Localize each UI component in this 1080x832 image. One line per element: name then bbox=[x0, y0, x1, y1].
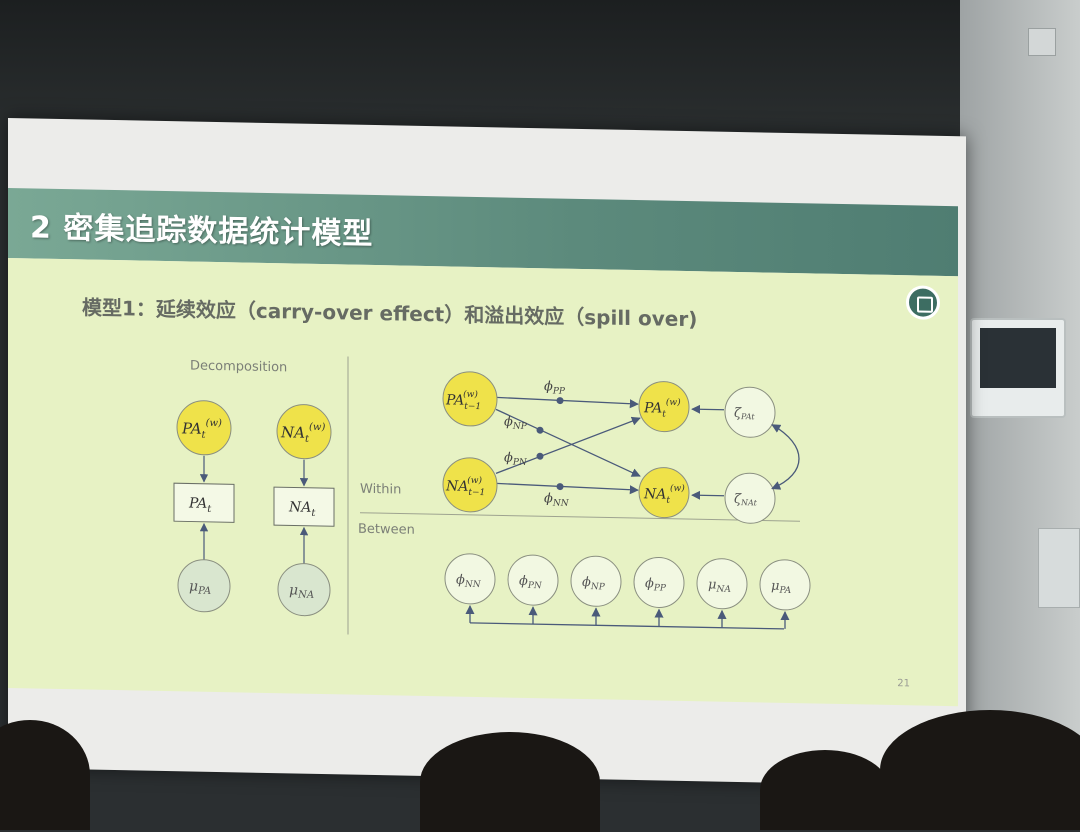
pa-mean-label: μPA bbox=[189, 578, 211, 596]
between-node-label: ϕPN bbox=[519, 574, 543, 591]
zeta-na-node bbox=[724, 472, 776, 524]
between-node bbox=[759, 559, 811, 611]
pa-mean-node bbox=[177, 559, 231, 613]
na-prev-label: NAt−1(w) bbox=[445, 474, 485, 498]
within-label: Within bbox=[360, 482, 401, 498]
pa-prev-node bbox=[442, 371, 498, 427]
na-observed-label: NAt bbox=[288, 499, 316, 519]
wall-panel bbox=[970, 318, 1066, 418]
pa-curr-label: PAt(w) bbox=[643, 396, 681, 420]
wall-outlet bbox=[1028, 28, 1056, 56]
pa-prev-label: PAt−1(w) bbox=[445, 388, 481, 412]
between-node-label: ϕNN bbox=[456, 573, 482, 590]
pa-observed-box bbox=[173, 482, 235, 523]
pa-decomposition: PAt(w) PAt μPA bbox=[173, 400, 235, 613]
phi-nn-label: ϕNN bbox=[544, 491, 570, 508]
room-wall bbox=[960, 0, 1080, 810]
pa-latent-label: PAt(w) bbox=[181, 417, 222, 441]
zeta-pa-arrow bbox=[691, 404, 724, 414]
path-np-dot bbox=[536, 452, 544, 460]
between-node-label: ϕNP bbox=[582, 575, 606, 592]
zeta-na-label: ζNAt bbox=[734, 492, 758, 507]
between-node bbox=[696, 558, 748, 610]
between-panel: Between ϕNN ϕPN ϕNP ϕPP μNA μPA bbox=[358, 522, 811, 630]
between-node-label: μNA bbox=[708, 577, 731, 594]
audience-heads bbox=[0, 710, 1080, 832]
decomposition-label: Decomposition bbox=[190, 358, 287, 375]
path-np bbox=[495, 416, 641, 474]
na-curr-node bbox=[638, 467, 690, 519]
zeta-na-arrow bbox=[691, 490, 724, 500]
path-pn-dot bbox=[536, 426, 544, 434]
projection-screen: 2 密集追踪数据统计模型 模型1：延续效应（carry-over effect）… bbox=[8, 118, 966, 787]
na-observed-box bbox=[273, 486, 335, 527]
between-node bbox=[570, 555, 622, 607]
wall-switch-box bbox=[1038, 528, 1080, 608]
between-node bbox=[633, 556, 685, 609]
zeta-pa-node bbox=[724, 386, 776, 438]
path-nn-dot bbox=[556, 483, 564, 491]
phi-pn-label: ϕPN bbox=[504, 451, 528, 468]
na-latent-label: NAt(w) bbox=[280, 421, 325, 445]
path-pp-dot bbox=[556, 397, 564, 405]
between-baseline bbox=[470, 622, 784, 630]
zeta-pa-label: ζPAt bbox=[734, 406, 755, 421]
between-node bbox=[507, 554, 559, 606]
pa-latent-node bbox=[176, 400, 232, 456]
path-pp bbox=[495, 396, 639, 409]
pa-curr-node bbox=[638, 381, 690, 433]
na-mean-label: μNA bbox=[289, 582, 314, 600]
path-nn bbox=[495, 482, 639, 495]
within-between-divider bbox=[360, 512, 800, 522]
between-node-label: ϕPP bbox=[645, 576, 667, 593]
room-ceiling bbox=[0, 0, 1080, 130]
phi-pp-label: ϕPP bbox=[544, 379, 566, 396]
phi-np-label: ϕNP bbox=[504, 415, 528, 432]
between-node bbox=[444, 553, 496, 605]
within-panel: Within ϕPP ϕNP ϕPN ϕNN P bbox=[360, 371, 800, 524]
between-node-label: μPA bbox=[771, 579, 792, 596]
na-latent-node bbox=[276, 404, 332, 460]
na-decomposition: NAt(w) NAt μNA bbox=[273, 404, 335, 617]
model-diagram: Decomposition PAt(w) PAt μPA NAt(w) bbox=[173, 356, 811, 635]
pa-observed-label: PAt bbox=[188, 495, 212, 514]
between-label: Between bbox=[358, 522, 415, 538]
na-curr-label: NAt(w) bbox=[643, 482, 685, 506]
na-prev-node bbox=[442, 457, 498, 513]
path-pn bbox=[495, 408, 641, 477]
zeta-covariance-arc bbox=[771, 424, 800, 490]
na-mean-node bbox=[277, 563, 331, 617]
